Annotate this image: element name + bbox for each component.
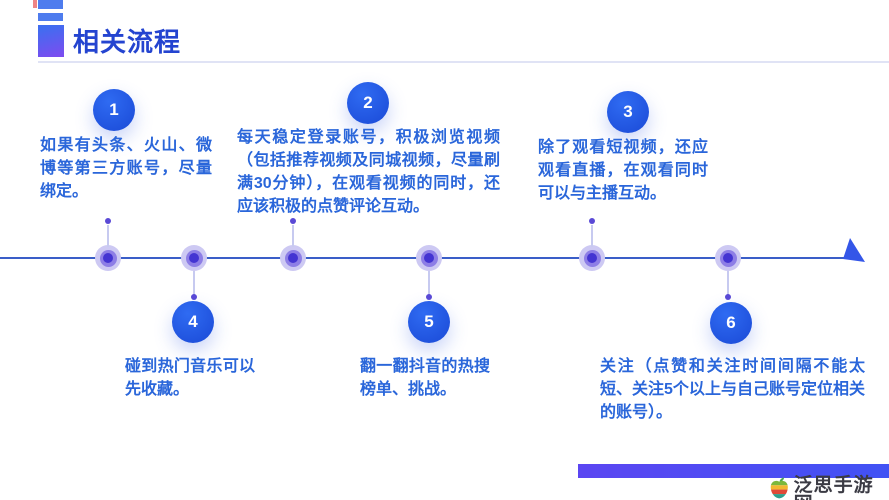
connector-line xyxy=(428,271,430,295)
step-number: 5 xyxy=(424,312,434,331)
step-number: 6 xyxy=(726,313,736,332)
step-6-description: 关注（点赞和关注时间间隔不能太短、关注5个以上与自己账号定位相关的账号）。 xyxy=(600,358,865,421)
step-1-number-badge: 1 xyxy=(93,89,135,131)
step-number: 2 xyxy=(363,93,373,112)
title-bullet-square-icon xyxy=(38,25,64,57)
watermark-texts: 泛思手游网 FANSISHOUYOUWANG xyxy=(794,476,889,500)
step-number: 1 xyxy=(109,100,119,119)
connector-line xyxy=(727,271,729,295)
step-5-number-badge: 5 xyxy=(408,301,450,343)
title-bullet-bar-icon xyxy=(38,13,63,21)
apple-logo-icon xyxy=(770,477,788,499)
step-3-description: 除了观看短视频，还应观看直播，在观看同时可以与主播互动。 xyxy=(538,139,708,202)
page-title: 相关流程 xyxy=(73,27,182,57)
timeline-node-dot xyxy=(181,245,207,271)
connector-end-dot xyxy=(725,294,731,300)
connector-line xyxy=(193,271,195,295)
connector-end-dot xyxy=(191,294,197,300)
timeline-node-dot xyxy=(95,245,121,271)
connector-end-dot xyxy=(290,218,296,224)
connector-line xyxy=(591,225,593,247)
timeline-node-dot xyxy=(416,245,442,271)
step-6-number-badge: 6 xyxy=(710,302,752,344)
connector-end-dot xyxy=(589,218,595,224)
step-1-description: 如果有头条、火山、微博等第三方账号，尽量绑定。 xyxy=(40,137,212,200)
step-number: 3 xyxy=(623,102,633,121)
step-4-description: 碰到热门音乐可以先收藏。 xyxy=(125,358,255,398)
step-number: 4 xyxy=(188,312,198,331)
step-5-description: 翻一翻抖音的热搜榜单、挑战。 xyxy=(360,358,490,398)
red-accent-mark xyxy=(33,0,37,8)
header-divider xyxy=(38,61,889,63)
step-2-description: 每天稳定登录账号，积极浏览视频（包括推荐视频及同城视频，尽量刷满30分钟），在观… xyxy=(237,129,500,215)
title-bullet-bar-icon xyxy=(38,0,63,9)
connector-end-dot xyxy=(105,218,111,224)
watermark: 泛思手游网 FANSISHOUYOUWANG xyxy=(768,476,889,500)
connector-end-dot xyxy=(426,294,432,300)
timeline-node-dot xyxy=(280,245,306,271)
step-3-number-badge: 3 xyxy=(607,91,649,133)
connector-line xyxy=(292,225,294,247)
connector-line xyxy=(107,225,109,247)
timeline-node-dot xyxy=(579,245,605,271)
step-2-number-badge: 2 xyxy=(347,82,389,124)
watermark-brand: 泛思手游网 xyxy=(793,475,874,500)
timeline-node-dot xyxy=(715,245,741,271)
step-4-number-badge: 4 xyxy=(172,301,214,343)
footer-accent-bar xyxy=(578,464,889,478)
timeline-arrowhead-icon xyxy=(843,238,865,262)
